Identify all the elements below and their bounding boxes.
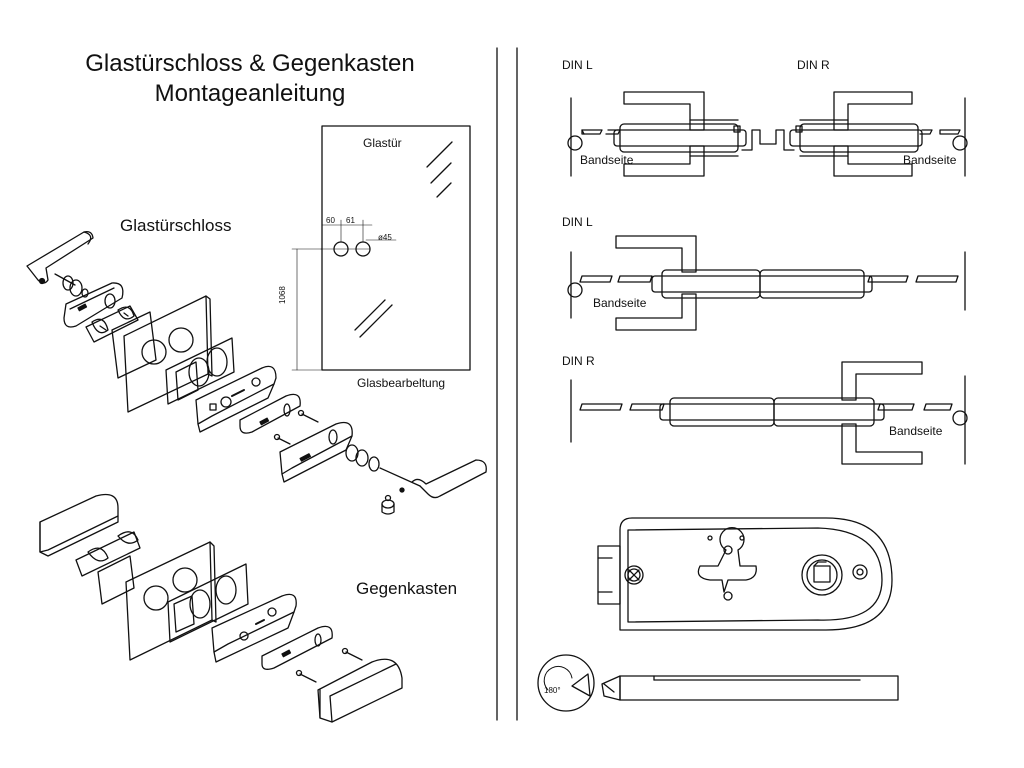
din-bottom-label: DIN R [562, 354, 595, 368]
dimension-61: 61 [346, 216, 355, 225]
bandseite-top-left: Bandseite [580, 153, 634, 167]
din-right-diagram [571, 362, 967, 464]
glass-door-drawing [292, 126, 470, 370]
din-left-diagram [568, 236, 965, 330]
dimension-60: 60 [326, 216, 335, 225]
glass-door-label: Glastür [363, 136, 402, 150]
lock-exploded-view [27, 232, 486, 514]
lock-body-front-view [598, 518, 892, 630]
din-middle-label: DIN L [562, 215, 593, 229]
strike-exploded-view [40, 495, 402, 723]
rotation-detail [538, 655, 898, 711]
strike-section-label: Gegenkasten [356, 579, 458, 598]
bandseite-top-right: Bandseite [903, 153, 957, 167]
bandseite-bottom: Bandseite [889, 424, 943, 438]
glass-processing-caption: Glasbearbeltung [357, 376, 446, 390]
dimension-diameter: ø45 [378, 233, 392, 242]
din-top-right-label: DIN R [797, 58, 830, 72]
title-line-2: Montageanleitung [154, 80, 346, 107]
bandseite-middle: Bandseite [593, 296, 647, 310]
dimension-1068: 1068 [278, 286, 287, 304]
title-line-1: Glastürschloss & Gegenkasten [85, 50, 415, 77]
rotation-label: 180° [544, 686, 561, 695]
lock-section-label: Glastürschloss [120, 216, 232, 235]
din-top-diagram [568, 92, 967, 176]
din-top-left-label: DIN L [562, 58, 593, 72]
